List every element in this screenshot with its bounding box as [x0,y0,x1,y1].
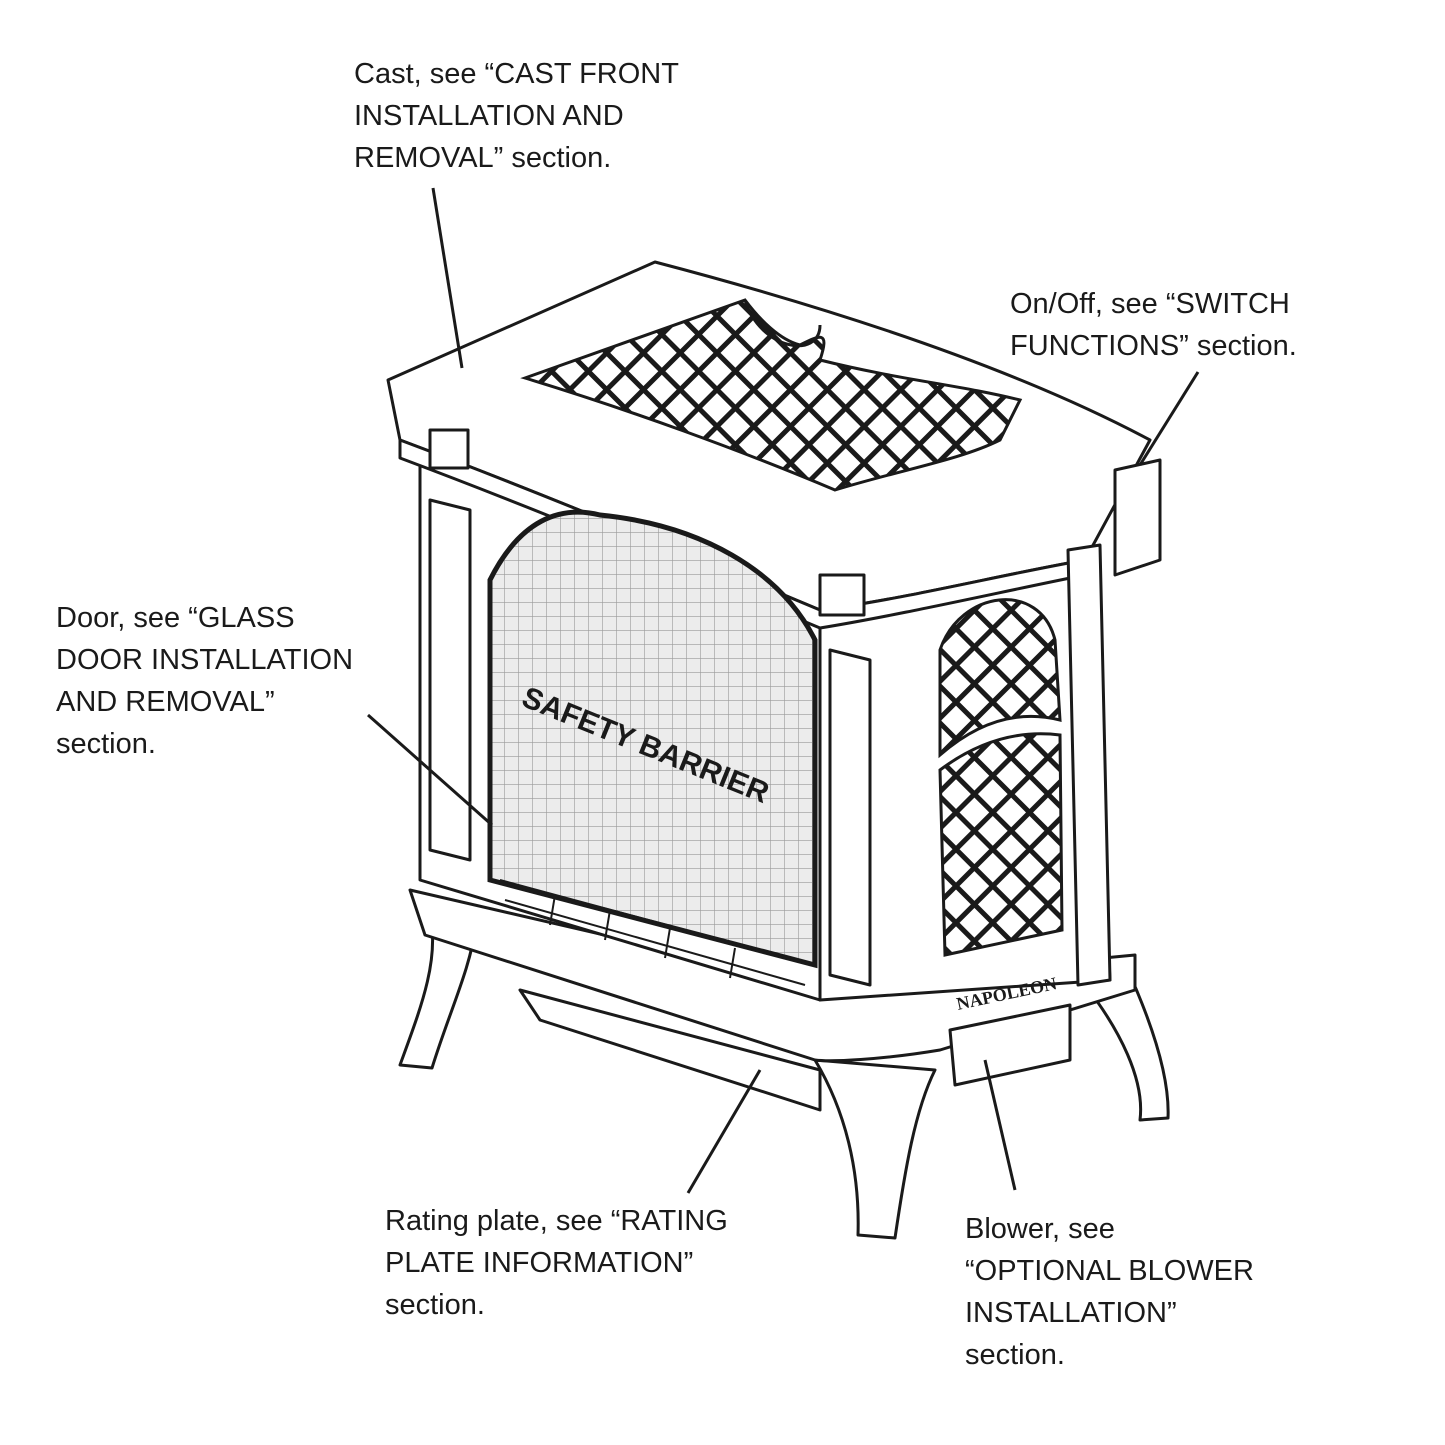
front-right-leg [813,1058,937,1240]
blower-leader [983,1059,1017,1191]
callout-line: Cast, see “CAST FRONT [354,58,679,90]
callout-line: REMOVAL” section. [354,142,612,174]
callout-line: DOOR INSTALLATION [56,644,354,676]
callout-line: Door, see “GLASS [56,602,295,634]
callout-rating-plate: Rating plate, see “RATING PLATE INFORMAT… [385,1200,728,1326]
callout-line: FUNCTIONS” section. [1010,330,1297,362]
callout-line: AND REMOVAL” [56,686,275,718]
callout-line: INSTALLATION” [965,1297,1177,1329]
left-rosette [428,428,470,470]
rating-leader [686,1069,762,1194]
rating-plate-panel [518,988,822,1112]
callout-line: “OPTIONAL BLOWER [965,1255,1254,1287]
callout-line: PLATE INFORMATION” [385,1247,694,1279]
callout-line: Blower, see [965,1213,1115,1245]
side-lower-window [938,732,1064,957]
callout-line: section. [385,1289,485,1321]
switch-box [1113,458,1162,577]
callout-line: section. [965,1339,1065,1371]
cast-leader [431,187,464,369]
right-rosette [818,573,866,617]
front-right-column [828,648,872,987]
door-leader [367,713,493,827]
top-notch [743,299,822,348]
side-upper-window [938,598,1062,759]
callout-cast: Cast, see “CAST FRONT INSTALLATION AND R… [354,53,679,179]
front-left-column [428,498,472,862]
callout-line: INSTALLATION AND [354,100,624,132]
callout-line: On/Off, see “SWITCH [1010,288,1290,320]
switch-leader [1138,371,1200,466]
callout-switch: On/Off, see “SWITCH FUNCTIONS” section. [1010,283,1297,367]
callout-line: Rating plate, see “RATING [385,1205,728,1237]
callout-door: Door, see “GLASS DOOR INSTALLATION AND R… [56,597,353,765]
front-left-leg [398,913,478,1070]
side-right-column [1066,543,1112,987]
callout-line: section. [56,728,156,760]
blower-housing [948,1003,1072,1087]
callout-blower: Blower, see “OPTIONAL BLOWER INSTALLATIO… [965,1208,1254,1376]
glass-door-barrier [487,509,818,969]
rear-right-leg [1083,973,1170,1122]
